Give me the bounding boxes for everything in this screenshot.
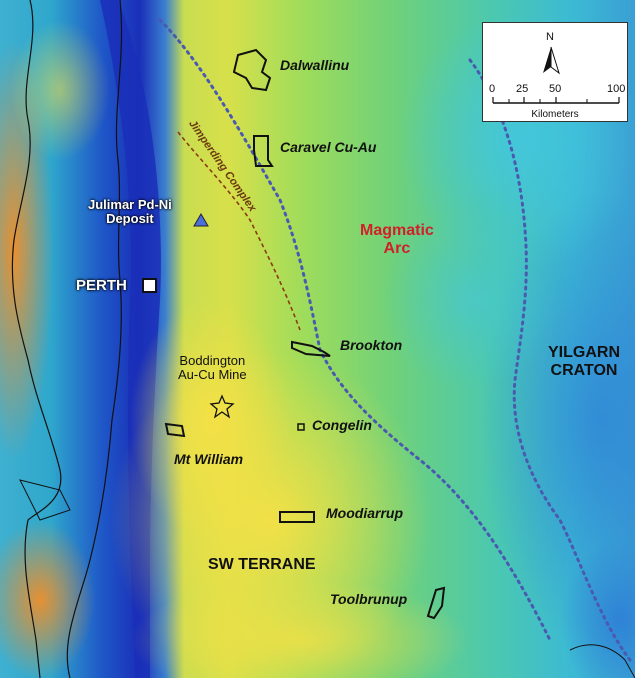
caravel-outline (253, 135, 274, 167)
julimar-triangle (193, 213, 209, 227)
label-julimar: Julimar Pd-Ni Deposit (88, 197, 172, 227)
label-dalwallinu: Dalwallinu (280, 57, 350, 73)
label-perth: PERTH (76, 277, 127, 294)
label-caravel: Caravel Cu-Au (280, 139, 377, 155)
label-toolbrunup: Toolbrunup (330, 591, 408, 607)
label-yilgarn-craton: YILGARN CRATON (548, 344, 620, 379)
label-brookton: Brookton (340, 337, 403, 353)
scale-tick-100: 100 (607, 83, 626, 95)
label-mt-william: Mt William (174, 451, 244, 467)
brookton-outline (291, 340, 331, 357)
label-magmatic-arc: Magmatic Arc (360, 222, 434, 257)
label-sw-terrane: SW TERRANE (208, 556, 316, 573)
scale-tick-25: 25 (516, 83, 529, 95)
perth-marker (142, 278, 157, 293)
congelin-marker (297, 423, 305, 431)
scale-unit: Kilometers (531, 109, 579, 120)
north-arrow-icon (492, 46, 620, 104)
moodiarrup-outline (279, 511, 315, 523)
label-moodiarrup: Moodiarrup (326, 505, 403, 521)
dalwallinu-outline (232, 48, 272, 92)
toolbrunup-outline (426, 586, 446, 620)
mt-william-outline (164, 422, 186, 438)
scale-bar-box: N 0 25 50 100 Kilometers (482, 22, 628, 122)
label-congelin: Congelin (312, 417, 372, 433)
north-label: N (546, 31, 554, 43)
boddington-star (209, 394, 235, 419)
label-boddington: Boddington Au-Cu Mine (178, 353, 247, 383)
scale-tick-50: 50 (549, 83, 562, 95)
scale-tick-0: 0 (489, 83, 496, 95)
